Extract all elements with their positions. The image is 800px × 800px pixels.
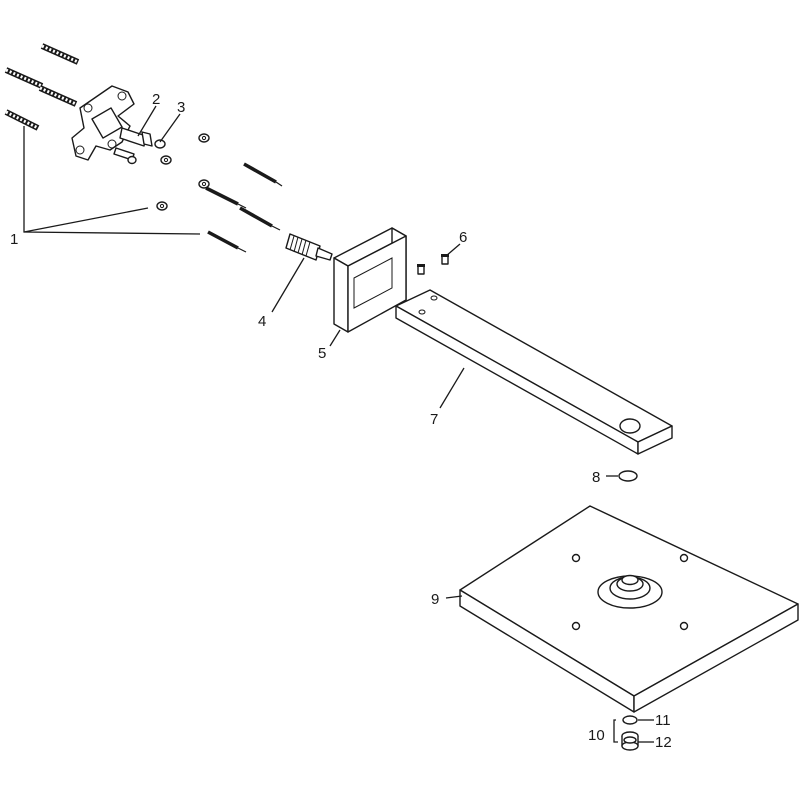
callout-labels: 1 2 3 4 5 6 7 8 9 10 11 12 (10, 91, 672, 751)
seal-rings (127, 139, 166, 165)
long-screw (207, 230, 247, 253)
anchor-screw (38, 85, 78, 107)
o-ring (618, 470, 638, 482)
long-screws (205, 162, 283, 253)
grub-screws (417, 254, 449, 275)
shower-arm (395, 289, 673, 455)
callout-10: 10 (588, 727, 605, 744)
callout-5: 5 (318, 345, 326, 362)
callout-11: 11 (655, 712, 671, 729)
callout-7: 7 (430, 411, 438, 428)
callout-2: 2 (152, 91, 160, 108)
callout-8: 8 (592, 469, 600, 486)
wall-bracket (71, 85, 153, 161)
callout-12: 12 (655, 734, 672, 751)
anchor-screw (4, 67, 44, 89)
threaded-connector (285, 233, 333, 261)
long-screw (243, 162, 283, 187)
callout-4: 4 (258, 313, 266, 330)
callout-9: 9 (431, 591, 439, 608)
overhead-shower-plate (459, 505, 799, 713)
grub-screw (441, 254, 449, 265)
nozzle-assembly (621, 715, 639, 751)
long-screw (205, 186, 247, 209)
callout-1: 1 (10, 231, 18, 248)
callout-3: 3 (177, 99, 185, 116)
anchor-screws (4, 43, 80, 131)
washers (156, 133, 210, 211)
long-screw (239, 206, 281, 231)
anchor-screw (4, 109, 40, 131)
leader-lines (23, 105, 654, 743)
anchor-screw (40, 43, 80, 65)
cover-plate (333, 227, 407, 333)
callout-6: 6 (459, 229, 467, 246)
grub-screw (417, 264, 425, 275)
